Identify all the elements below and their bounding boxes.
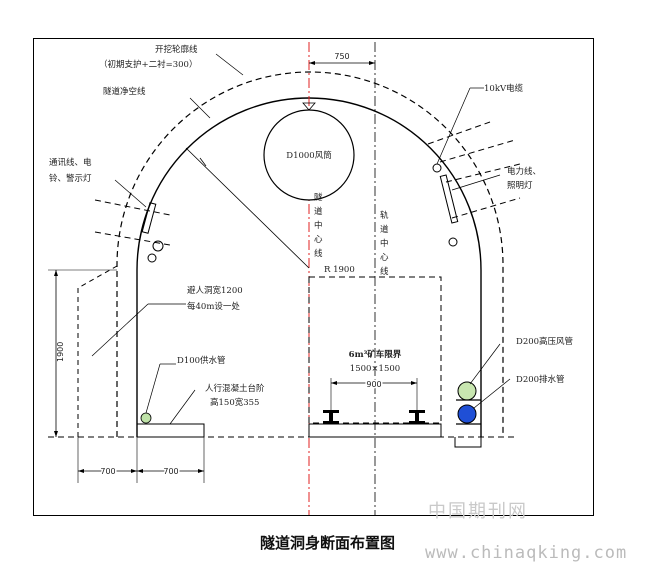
track-center-label: 轨道中心线 bbox=[380, 210, 389, 277]
drawing-frame bbox=[33, 38, 594, 516]
fan-label: D1000风筒 bbox=[286, 150, 331, 161]
power-label-2: 照明灯 bbox=[507, 180, 533, 191]
dim-700-b: 700 bbox=[163, 467, 178, 476]
walkway-label-1: 人行混凝土台阶 bbox=[205, 383, 265, 394]
hp-air-pipe bbox=[457, 381, 477, 401]
dim-750: 750 bbox=[334, 52, 349, 61]
figure-title: 隧道洞身断面布置图 bbox=[259, 534, 395, 552]
comm-label-2: 铃、警示灯 bbox=[49, 173, 92, 184]
refuge-label-1: 避人洞宽1200 bbox=[187, 285, 243, 296]
drain-label: D200排水管 bbox=[516, 374, 565, 385]
excavation-label: 开挖轮廓线 bbox=[155, 44, 198, 55]
walkway-step bbox=[136, 423, 205, 438]
radius-label: R 1900 bbox=[324, 265, 355, 275]
power-label-1: 电力线、 bbox=[507, 166, 541, 177]
water-supply-label: D100供水管 bbox=[177, 355, 226, 366]
dim-700-a: 700 bbox=[100, 467, 115, 476]
cable-10kv-label: 10kV电缆 bbox=[484, 83, 524, 94]
comm-label-1: 通讯线、电 bbox=[49, 157, 92, 168]
excavation-note: （初期支护+二衬=300） bbox=[99, 59, 197, 70]
hp-air-label: D200高压风管 bbox=[516, 336, 573, 347]
walkway-label-2: 高150宽355 bbox=[210, 397, 259, 408]
watermark-url: www.chinaqking.com bbox=[425, 543, 628, 563]
dim-1900: 1900 bbox=[56, 342, 65, 362]
car-clearance-box bbox=[308, 276, 442, 424]
gauge-900: 900 bbox=[366, 380, 381, 389]
car-limit-label: 6m³矿车限界 bbox=[349, 349, 402, 360]
excavation-outline bbox=[116, 71, 504, 437]
refuge-label-2: 每40m设一处 bbox=[187, 301, 240, 312]
tunnel-center-label: 隧道中心线 bbox=[314, 192, 323, 259]
rail-right bbox=[409, 410, 425, 424]
rail-left bbox=[323, 410, 339, 424]
track-bed bbox=[308, 423, 442, 438]
fan-duct bbox=[263, 109, 355, 201]
comm-brackets bbox=[94, 199, 171, 263]
watermark-cn: 中国期刊网 bbox=[428, 501, 528, 522]
refuge-niche bbox=[77, 265, 118, 437]
drain-pipe bbox=[457, 404, 477, 424]
radius-line bbox=[185, 147, 310, 269]
car-size-label: 1500×1500 bbox=[350, 364, 400, 374]
clearance-label: 隧道净空线 bbox=[103, 86, 146, 97]
water-supply-pipe bbox=[140, 412, 152, 424]
fan-hanger bbox=[302, 102, 316, 111]
